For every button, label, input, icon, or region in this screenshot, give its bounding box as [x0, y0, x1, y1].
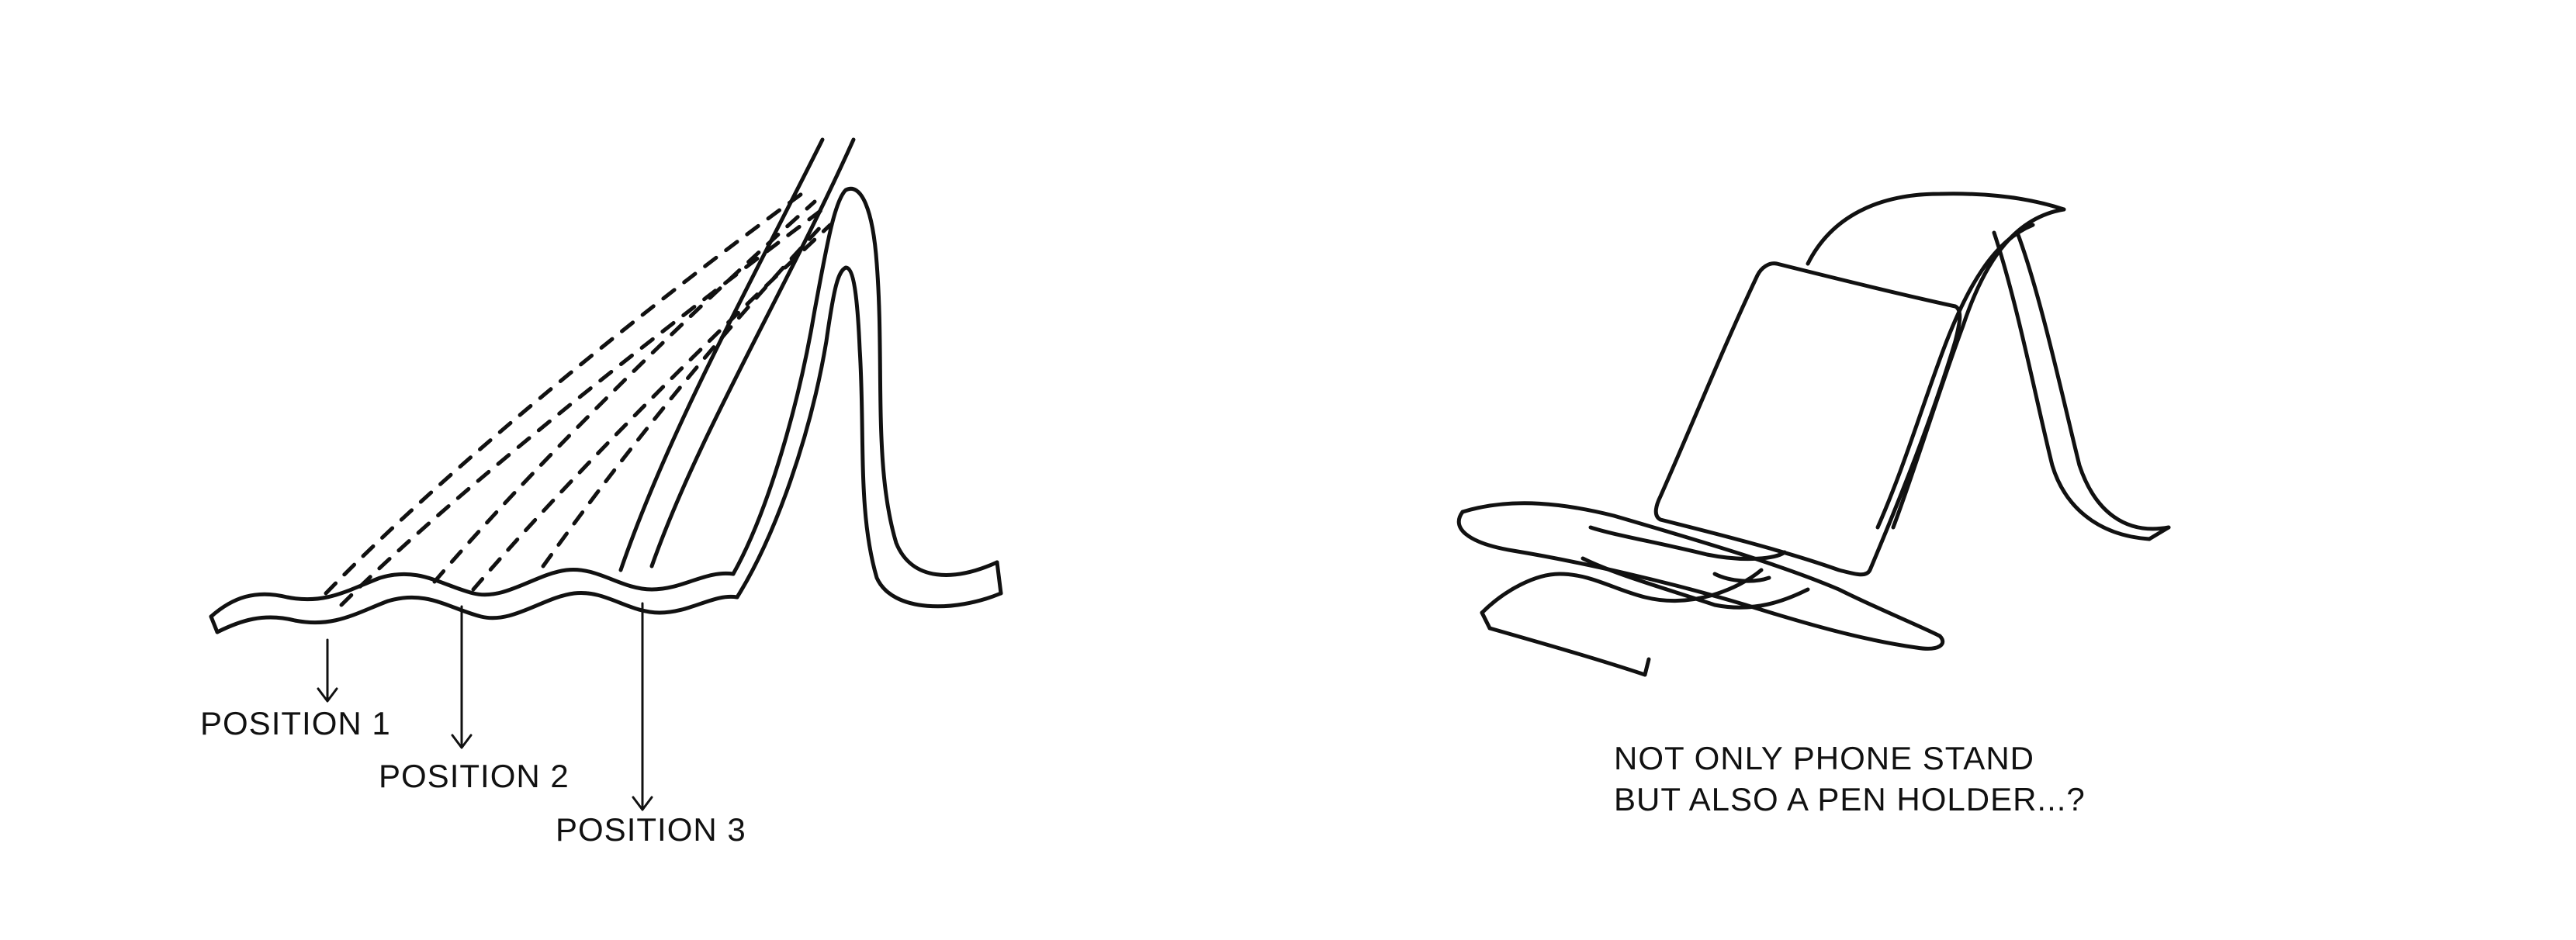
dashed-position-3-upper [543, 225, 822, 566]
position-2-label: POSITION 2 [379, 757, 570, 796]
tray-top-edge [1463, 503, 1943, 649]
note-line-2: BUT ALSO A PEN HOLDER...? [1614, 779, 2086, 821]
wavy-base-left-cap [211, 617, 217, 632]
position-1-arrow [318, 640, 337, 701]
pen-loop-bottom [1490, 628, 1645, 675]
wavy-base-top-edge [211, 569, 733, 617]
dashed-position-1-lower [341, 209, 822, 605]
back-arch-inner [737, 268, 1001, 607]
back-arch-end-cap [997, 562, 1001, 593]
arch-band-inner-leg [1994, 233, 2149, 539]
support-strip-left-edge [621, 140, 822, 570]
arch-right-edge [1893, 209, 2064, 527]
arch-left-edge [1878, 225, 2033, 527]
arch-band-outer-leg [2017, 233, 2169, 529]
position-1-label: POSITION 1 [200, 704, 391, 743]
position-2-arrow [452, 607, 471, 748]
phone-outline [1656, 264, 1960, 575]
pen-holder-note: NOT ONLY PHONE STAND BUT ALSO A PEN HOLD… [1614, 738, 2086, 821]
note-line-1: NOT ONLY PHONE STAND [1614, 738, 2086, 779]
right-sketch [1459, 194, 2169, 675]
front-strip-join [1715, 574, 1769, 581]
position-3-label: POSITION 3 [556, 810, 746, 849]
pen-loop-right [1645, 659, 1649, 675]
pen-loop-left [1482, 613, 1490, 628]
position-3-arrow [633, 603, 652, 810]
